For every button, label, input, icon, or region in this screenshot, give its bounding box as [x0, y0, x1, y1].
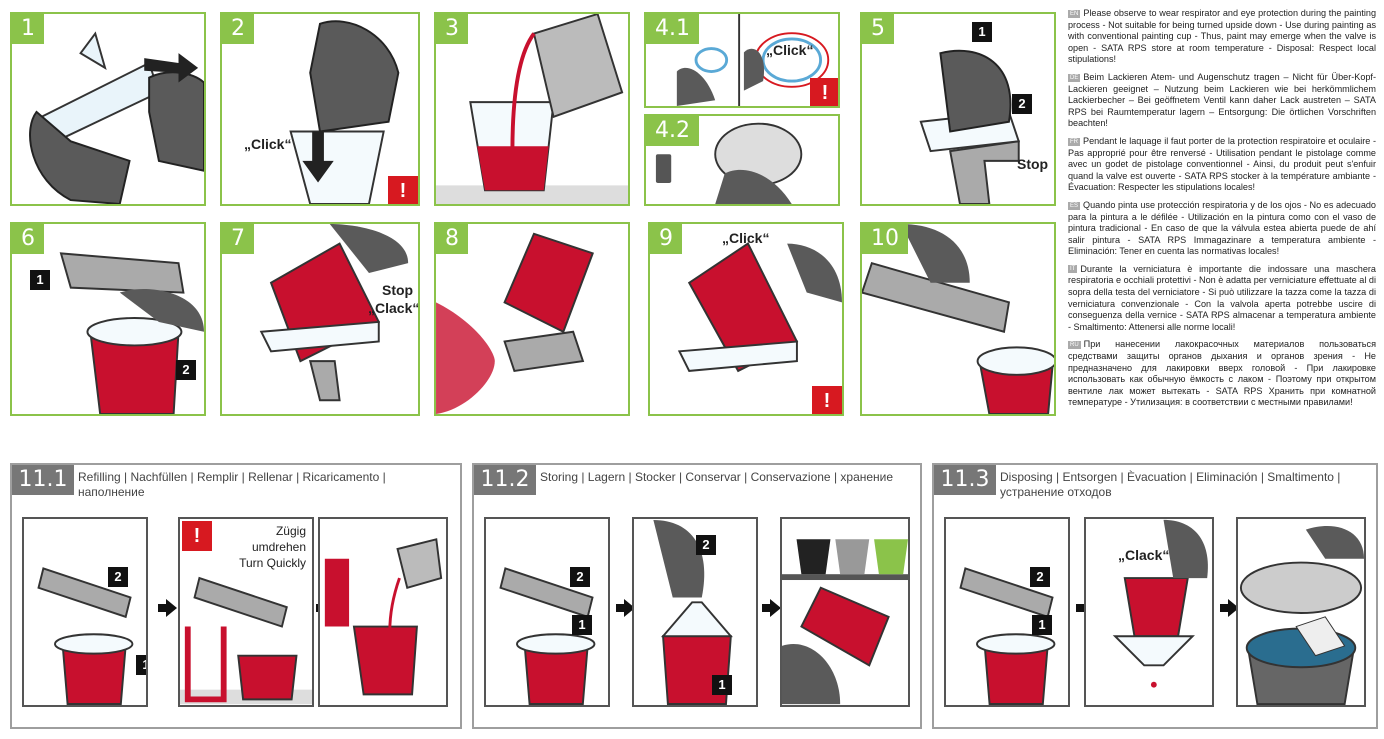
refill-step-a: 2 1 — [22, 517, 148, 707]
click-label: „Click“ — [766, 42, 814, 58]
step-tag-1: 1 — [712, 675, 732, 695]
warning-badge: ! — [388, 176, 418, 204]
step-3-panel: 3 — [434, 12, 630, 206]
insert-sieve-illustration — [676, 14, 830, 106]
step-4-2-panel: 4.2 — [644, 114, 840, 206]
step-number: 1 — [12, 14, 44, 44]
next-arrow-icon — [616, 599, 635, 617]
step-5-panel: 5 1 2 Stop — [860, 12, 1056, 206]
step-1-panel: 1 — [10, 12, 206, 206]
step-tag-2: 2 — [1012, 94, 1032, 114]
disposing-section: 11.3 Disposing | Entsorgen | Èvacuation … — [932, 463, 1378, 729]
dispose-step-c — [1236, 517, 1366, 707]
step-4-1-panel: 4.1 „Click“ ! — [644, 12, 840, 108]
next-arrow-icon — [762, 599, 781, 617]
turn-quickly-de: Zügig umdrehen — [251, 524, 306, 554]
stop-label: Stop — [382, 282, 414, 298]
step-number: 7 — [222, 224, 254, 254]
step-number: 4.2 — [646, 116, 699, 146]
warning-badge: ! — [182, 521, 212, 551]
section-title: Storing | Lagern | Stocker | Conservar |… — [540, 470, 894, 484]
step-tag-1: 1 — [30, 270, 50, 290]
step-number: 9 — [650, 224, 682, 254]
step-number: 4.1 — [646, 14, 699, 44]
step-number: 5 — [862, 14, 894, 44]
section-number: 11.2 — [474, 465, 536, 495]
clack-label: „Clack“ — [368, 300, 420, 316]
dispose-step-b: „Clack“ — [1084, 517, 1214, 707]
lock-cup-illustration — [259, 224, 409, 402]
mount-cup-illustration — [919, 49, 1021, 204]
step-10-panel: 10 — [860, 222, 1056, 416]
step-tag-2: 2 — [696, 535, 716, 555]
attach-lid-illustration — [655, 122, 803, 204]
step-tag-2: 2 — [1030, 567, 1050, 587]
step-number: 3 — [436, 14, 468, 44]
store-step-c — [780, 517, 910, 707]
close-vent-illustration — [677, 242, 842, 373]
press-liner-illustration — [289, 20, 400, 204]
dispose-step-a: 2 1 — [944, 517, 1070, 707]
step-number: 2 — [222, 14, 254, 44]
warning-badge: ! — [812, 386, 842, 414]
step-tag-1: 1 — [572, 615, 592, 635]
step-tag-1: 1 — [136, 655, 146, 675]
click-label: „Click“ — [244, 136, 292, 152]
refill-step-c — [318, 517, 448, 707]
remove-lid-illustration — [29, 31, 204, 204]
warning-badge: ! — [810, 78, 838, 106]
step-9-panel: 9 „Click“ ! — [648, 222, 844, 416]
turn-gun-illustration — [59, 252, 204, 414]
step-number: 8 — [436, 224, 468, 254]
step-6-panel: 6 1 2 — [10, 222, 206, 416]
step-number: 6 — [12, 224, 44, 254]
next-arrow-icon — [1220, 599, 1239, 617]
step-tag-2: 2 — [570, 567, 590, 587]
stop-label: Stop — [1017, 156, 1049, 172]
step-number: 10 — [862, 224, 908, 254]
step-tag-2: 2 — [176, 360, 196, 380]
storing-section: 11.2 Storing | Lagern | Stocker | Conser… — [472, 463, 922, 729]
ready-to-spray-illustration — [862, 224, 1054, 414]
step-2-panel: 2 „Click“ ! — [220, 12, 420, 206]
pour-paint-illustration — [436, 14, 628, 204]
click-label: „Click“ — [722, 230, 770, 246]
step-tag-1: 1 — [1032, 615, 1052, 635]
turn-quickly-en: Turn Quickly — [239, 556, 306, 570]
section-title: Refilling | Nachfüllen | Remplir | Relle… — [78, 470, 386, 499]
refill-step-b: ! Zügig umdrehen Turn Quickly — [178, 517, 314, 707]
step-tag-1: 1 — [972, 22, 992, 42]
clack-label: „Clack“ — [1118, 547, 1170, 563]
refilling-section: 11.1 Refilling | Nachfüllen | Remplir | … — [10, 463, 462, 729]
section-number: 11.1 — [12, 465, 74, 495]
store-step-b: 2 1 — [632, 517, 758, 707]
section-number: 11.3 — [934, 465, 996, 495]
vent-air-illustration — [436, 232, 594, 414]
step-7-panel: 7 Stop „Clack“ — [220, 222, 420, 416]
section-title: Disposing | Entsorgen | Èvacuation | Eli… — [1000, 470, 1341, 499]
step-8-panel: 8 — [434, 222, 630, 416]
next-arrow-icon — [158, 599, 177, 617]
step-tag-2: 2 — [108, 567, 128, 587]
store-step-a: 2 1 — [484, 517, 610, 707]
